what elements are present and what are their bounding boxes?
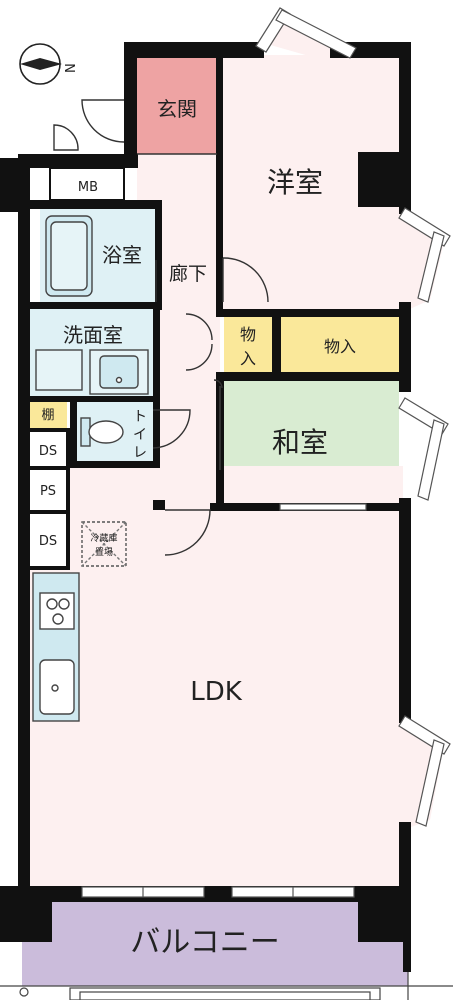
door-washroom <box>185 313 213 371</box>
wall-bath-top <box>30 200 160 209</box>
label-yokushitsu: 浴室 <box>102 243 142 267</box>
wall-toilet-left <box>70 400 77 466</box>
wall-washroom-right <box>153 305 160 465</box>
wall-top <box>124 42 264 58</box>
doors <box>53 99 269 556</box>
wall-mb-top <box>18 154 138 168</box>
windows <box>81 7 451 898</box>
door-entrance-leaf2 <box>53 124 79 151</box>
door-ldk <box>164 509 211 556</box>
kitchen-sink-drain <box>51 684 59 692</box>
label-toilet-a: ト <box>133 409 147 425</box>
window-washitsu-2 <box>417 419 445 501</box>
room-labels: 玄関 洋室 MB 浴室 廊下 洗面室 物 入 物入 和室 棚 ト イ レ DS … <box>39 97 356 960</box>
label-ds2: DS <box>39 534 57 549</box>
balcony-railing <box>0 972 453 1000</box>
stove-burner-2 <box>58 598 70 610</box>
label-mb: MB <box>78 180 98 195</box>
walls <box>0 42 411 972</box>
window-ldk-2 <box>415 739 445 827</box>
wall-mb <box>49 167 125 201</box>
wall-ds-dividers-4 <box>30 566 68 570</box>
kitchen-sink <box>39 659 75 715</box>
label-toilet-c: レ <box>133 445 147 461</box>
compass-needle <box>20 64 62 70</box>
label-washitsu: 和室 <box>272 426 328 459</box>
door-toilet <box>152 409 191 449</box>
compass-needle-top <box>20 58 62 64</box>
label-tana: 棚 <box>41 408 54 423</box>
fixtures <box>32 215 149 722</box>
wall-ds-dividers-2 <box>30 466 68 470</box>
wall-toilet-bottom <box>70 461 160 468</box>
label-ds1: DS <box>39 444 57 459</box>
label-genkan: 玄関 <box>157 97 197 121</box>
door-entrance <box>81 99 125 143</box>
drain-circle <box>19 987 29 997</box>
wall-ds-right <box>66 428 70 570</box>
stove-burner-3 <box>52 613 64 625</box>
toilet-bowl <box>88 420 124 444</box>
window-washitsu-bottom <box>279 503 367 511</box>
wall-hall-right <box>216 55 223 315</box>
door-youshitsu <box>222 257 269 303</box>
ldk-floor <box>30 466 403 886</box>
railing-frame-inner <box>79 991 371 1000</box>
wall-genkan-left <box>124 42 137 154</box>
stove <box>39 592 75 630</box>
storage2-floor <box>281 316 399 372</box>
stove-burner-1 <box>46 598 58 610</box>
washbasin-bowl <box>99 355 139 389</box>
window-bay-top-2 <box>275 9 357 59</box>
wall-balcony-right <box>403 900 411 972</box>
window-bay-right-2 <box>417 231 445 303</box>
genkan-floor <box>137 58 217 154</box>
label-youshitsu: 洋室 <box>267 166 323 199</box>
wall-hall-bottom-left <box>153 500 165 510</box>
wall-ds-dividers-3 <box>30 510 68 514</box>
ds-ps-column-floor <box>30 430 67 568</box>
fridge-cross-2 <box>81 521 127 567</box>
wall-ds-dividers-1 <box>30 428 68 432</box>
label-ps: PS <box>40 484 56 499</box>
wall-left <box>18 158 30 890</box>
wall-storage-divider <box>272 313 281 375</box>
wall-storage-top <box>216 309 402 317</box>
wall-bath-right <box>155 200 162 310</box>
wall-right-bottom <box>399 822 411 890</box>
label-toilet-b: イ <box>133 427 147 443</box>
label-mono2: 物入 <box>324 337 356 356</box>
compass-label: N <box>64 63 79 73</box>
fridge-space <box>81 521 127 567</box>
wall-bath-bottom <box>30 302 162 309</box>
wall-right-lower <box>399 498 411 723</box>
label-mono1-b: 入 <box>240 349 256 368</box>
label-senmen: 洗面室 <box>63 323 123 347</box>
wall-pillar-right <box>358 152 403 207</box>
label-fridge-a: 冷蔵庫 <box>90 532 117 544</box>
label-mono1-a: 物 <box>240 325 256 344</box>
wall-right-mid <box>399 302 411 392</box>
balcony-floor <box>22 900 408 986</box>
label-balcony: バルコニー <box>130 925 279 960</box>
storage1-floor <box>224 316 273 374</box>
wall-bottom-pillar-right <box>358 886 411 942</box>
wall-washroom-bottom <box>30 396 158 402</box>
wall-bottom-pillar-left <box>0 886 52 942</box>
door-mono1 <box>213 379 223 389</box>
label-ldk: LDK <box>190 677 243 707</box>
tana-floor <box>30 399 67 428</box>
label-rouka: 廊下 <box>169 263 207 285</box>
washer-pan <box>35 349 83 391</box>
bathtub-inner <box>50 221 88 291</box>
label-fridge-b: 置場 <box>95 546 113 558</box>
compass: N <box>19 43 79 85</box>
wall-storage-bottom <box>216 372 402 381</box>
washbasin-drain <box>115 376 123 384</box>
